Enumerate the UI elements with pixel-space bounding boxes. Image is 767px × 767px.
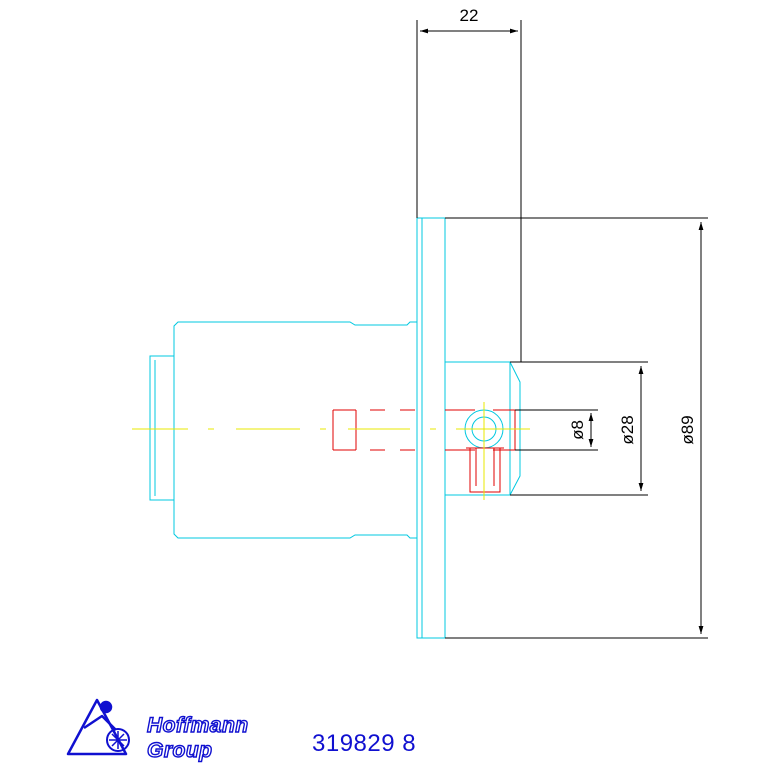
dimension-dia89-label: ø89 bbox=[678, 415, 697, 444]
logo-line2: Group bbox=[147, 739, 213, 762]
logo-figure-icon bbox=[66, 698, 130, 756]
part-number: 319829 8 bbox=[312, 730, 417, 757]
part-outline bbox=[149, 217, 521, 639]
dimension-22-label: 22 bbox=[460, 6, 479, 25]
dimension-dia28-label: ø28 bbox=[618, 415, 637, 444]
hidden-lines bbox=[332, 409, 516, 493]
center-lines bbox=[132, 402, 530, 500]
hoffmann-logo: Hoffmann Group bbox=[66, 698, 249, 763]
logo-line1: Hoffmann bbox=[147, 714, 249, 737]
dimension-dia8-label: ø8 bbox=[568, 420, 587, 440]
dimension-lines bbox=[416, 20, 708, 639]
